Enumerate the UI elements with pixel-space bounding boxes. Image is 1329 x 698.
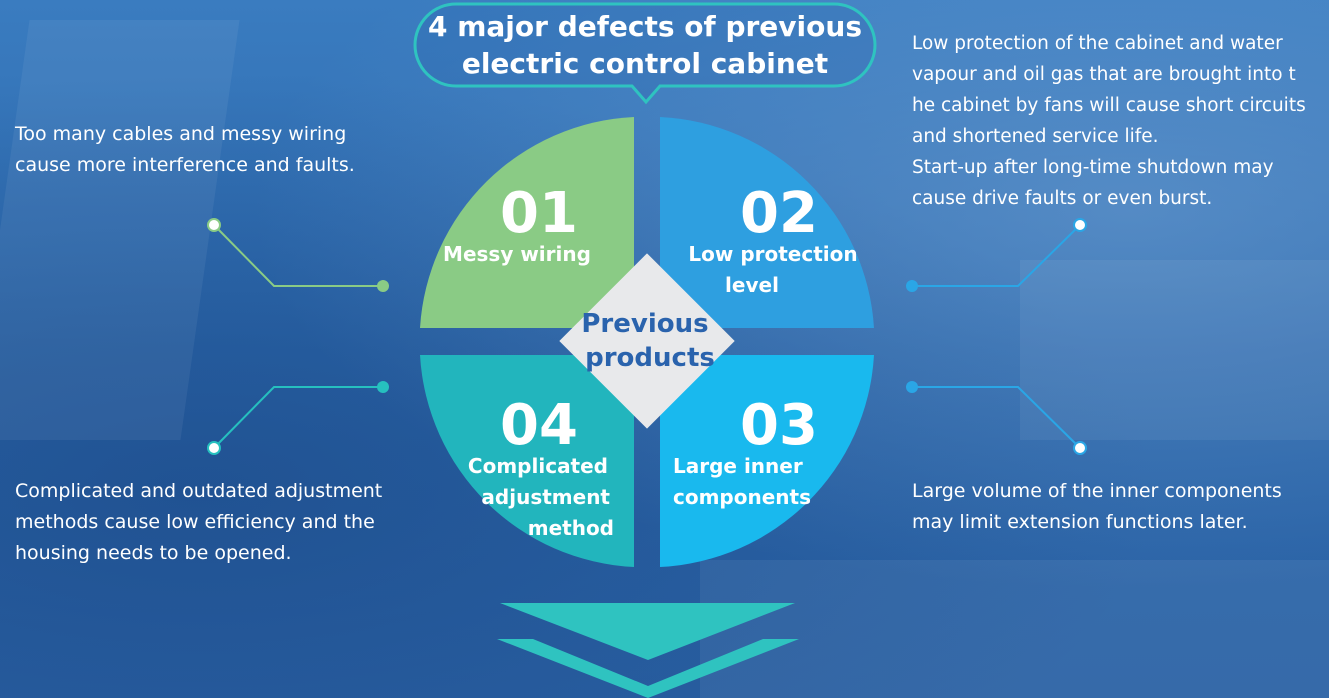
center-label-line2: products: [585, 343, 715, 373]
segment-complicated-adjustment-method: [420, 355, 634, 567]
connector-top-left: [207, 218, 389, 292]
center-diamond: [559, 253, 735, 429]
segment-number-02: 02: [740, 181, 818, 246]
segment-messy-wiring: [420, 117, 634, 328]
segment-number-03: 03: [740, 393, 818, 458]
description-large-inner-components: Large volume of the inner components may…: [912, 480, 1282, 533]
background-shape: [1020, 260, 1329, 440]
segment-low-protection-level: [660, 117, 874, 328]
segment-label-complicated-line1: Complicated: [468, 454, 608, 478]
background-shape: [700, 560, 1329, 698]
segment-number-01: 01: [500, 181, 578, 246]
connector-bottom-left: [207, 381, 389, 455]
segment-label-low-protection-line1: Low protection: [688, 242, 857, 266]
center-label-line1: Previous: [581, 309, 708, 339]
description-low-protection: Low protection of the cabinet and water …: [912, 33, 1306, 209]
segment-large-inner-components: [660, 355, 874, 567]
segment-number-04: 04: [500, 393, 578, 458]
description-complicated-adjustment: Complicated and outdated adjustment meth…: [15, 480, 383, 564]
segment-label-complicated-line2: adjustment: [481, 485, 610, 509]
title-line1: 4 major defects of previous: [428, 10, 862, 43]
title-bubble-outline: [413, 2, 877, 105]
segment-label-messy-wiring: Messy wiring: [443, 242, 591, 266]
segment-label-large-inner-line1: Large inner: [673, 454, 803, 478]
down-chevron-icon: [500, 603, 795, 660]
segment-label-complicated-line3: method: [528, 516, 614, 540]
connector-top-right: [906, 218, 1087, 292]
title-line2: electric control cabinet: [461, 47, 829, 80]
page-title: 4 major defects of previous electric con…: [414, 4, 876, 86]
description-messy-wiring: Too many cables and messy wiring cause m…: [15, 123, 355, 176]
down-chevron-icon: [497, 639, 799, 698]
segment-label-low-protection-line2: level: [725, 273, 779, 297]
segment-label-large-inner-line2: components: [673, 485, 811, 509]
connector-bottom-right: [906, 381, 1087, 455]
